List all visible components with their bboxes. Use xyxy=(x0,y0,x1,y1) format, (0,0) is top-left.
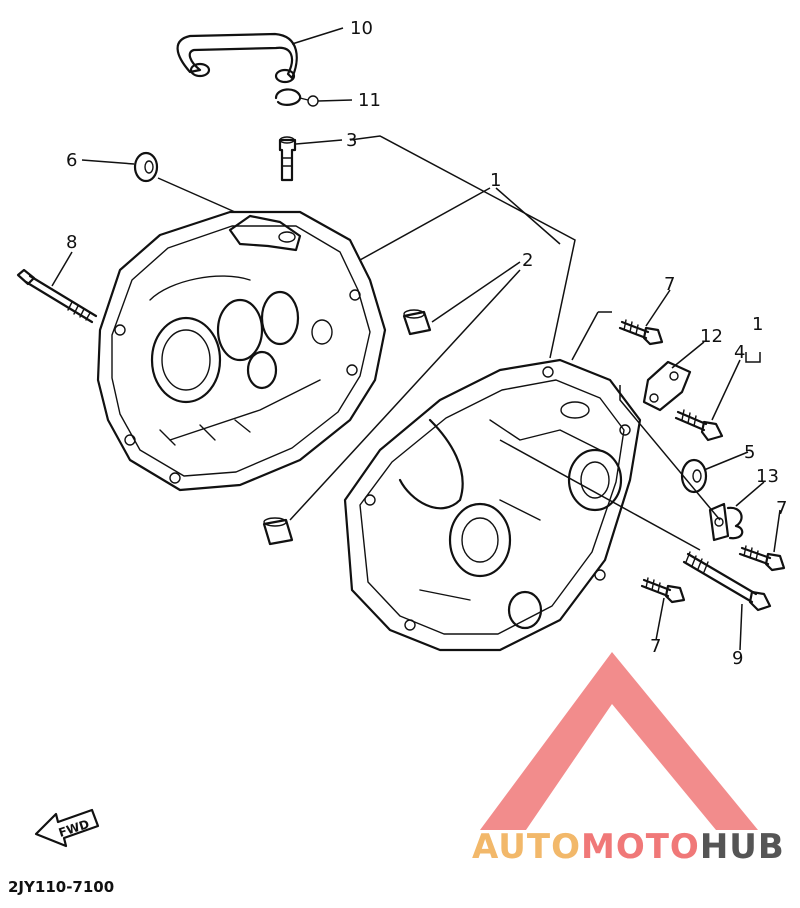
watermark-auto: AUTO xyxy=(472,827,581,867)
callout-labels: 10 11 3 6 1 8 2 7 1 12 4 5 13 7 7 9 xyxy=(66,18,787,669)
spring-clip-13 xyxy=(708,502,744,542)
logo-triangle-icon xyxy=(480,652,758,830)
callout-1-left: 1 xyxy=(490,170,501,191)
dowel-pin-upper xyxy=(402,309,432,336)
callout-7-upper: 7 xyxy=(664,274,675,295)
fwd-arrow: FWD xyxy=(34,808,100,848)
callout-1-right: 1 xyxy=(752,314,763,335)
callout-9: 9 xyxy=(732,648,743,669)
callout-12: 12 xyxy=(700,326,723,347)
callout-8: 8 xyxy=(66,232,77,253)
washer-6 xyxy=(133,151,159,183)
callout-3: 3 xyxy=(346,130,357,151)
screw-4 xyxy=(674,409,724,442)
callout-2: 2 xyxy=(522,250,533,271)
diagram-code: 2JY110-7100 xyxy=(8,878,114,896)
logo-triangle-inner-icon xyxy=(596,730,660,790)
bolt-7-right xyxy=(738,545,786,572)
hose-clip xyxy=(274,88,319,107)
watermark-text: AUTOMOTOHUB xyxy=(472,827,785,867)
callout-7-right: 7 xyxy=(776,498,787,519)
breather-nipple xyxy=(278,136,297,182)
watermark-hub: HUB xyxy=(700,827,785,867)
bolt-7-lower xyxy=(640,577,686,604)
leader-lines xyxy=(51,27,781,651)
callout-13: 13 xyxy=(756,466,779,487)
washer-5 xyxy=(680,458,708,494)
watermark-moto: MOTO xyxy=(581,827,700,867)
callout-4: 4 xyxy=(734,342,745,363)
callout-6: 6 xyxy=(66,150,77,171)
breather-hose xyxy=(176,32,298,84)
watermark-logo xyxy=(480,652,758,830)
callout-11: 11 xyxy=(358,90,381,111)
dowel-pin-lower xyxy=(262,517,294,546)
callout-10: 10 xyxy=(350,18,373,39)
callout-7-lower: 7 xyxy=(650,636,661,657)
stud-bolt-9 xyxy=(682,551,772,612)
long-bolt-8 xyxy=(16,268,98,324)
right-crankcase xyxy=(343,358,642,652)
left-crankcase xyxy=(96,210,387,492)
callout-5: 5 xyxy=(744,442,755,463)
bolt-7-upper xyxy=(618,319,664,346)
bracket-12 xyxy=(642,360,692,412)
